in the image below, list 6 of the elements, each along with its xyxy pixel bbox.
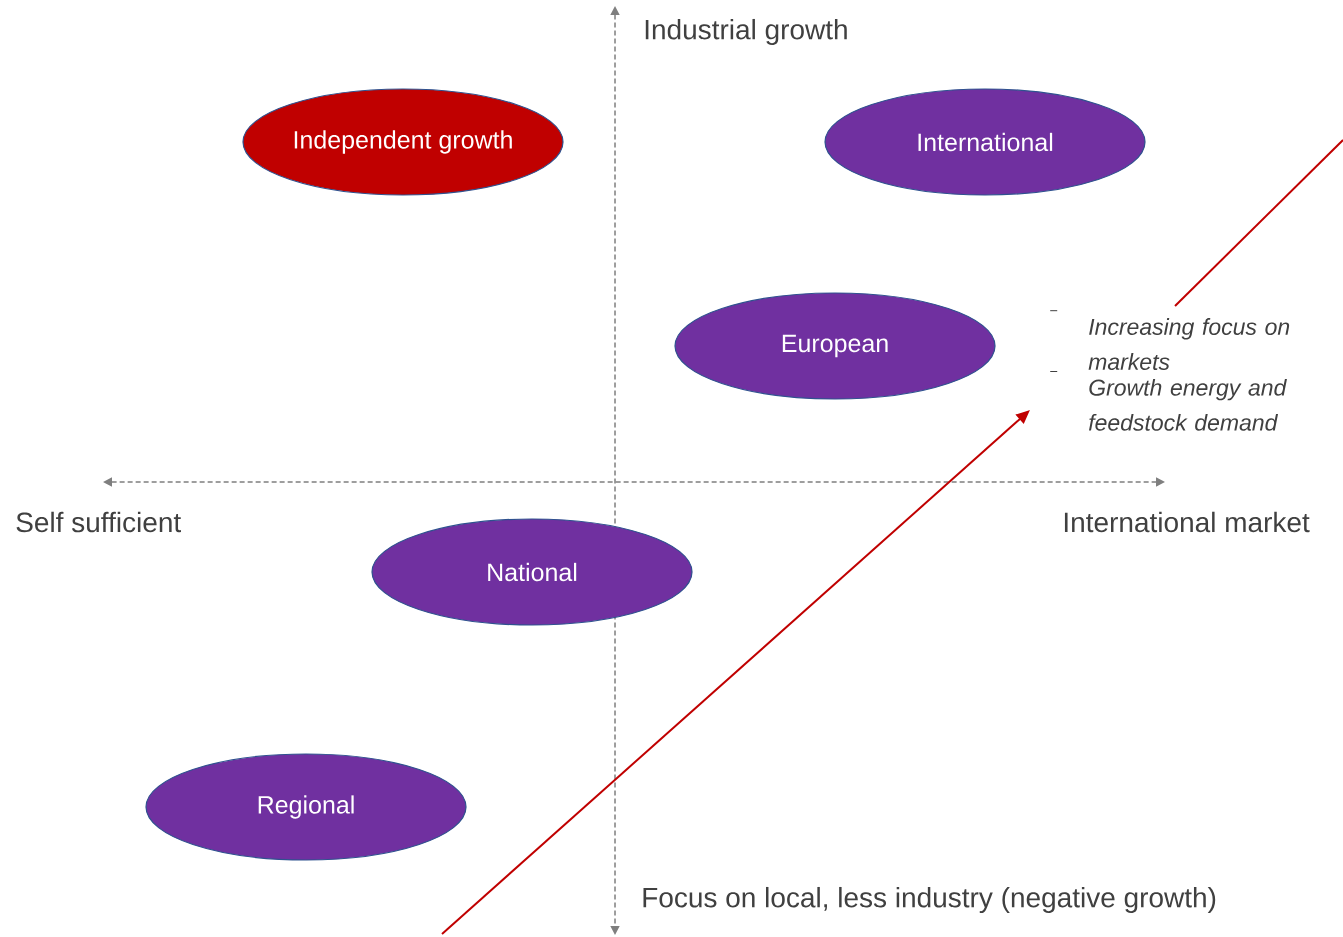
axis-label: Focus on local, less industry (negative growth) — [643, 886, 1216, 914]
axis-label: International market — [1064, 511, 1310, 533]
axis-label: Industrial growth — [645, 18, 847, 46]
bullet-list: Increasing focus on markets Growth energy and feedstock demand — [1049, 310, 1290, 431]
axis-label: Self sufficient — [16, 511, 181, 533]
arrow — [441, 410, 1030, 935]
